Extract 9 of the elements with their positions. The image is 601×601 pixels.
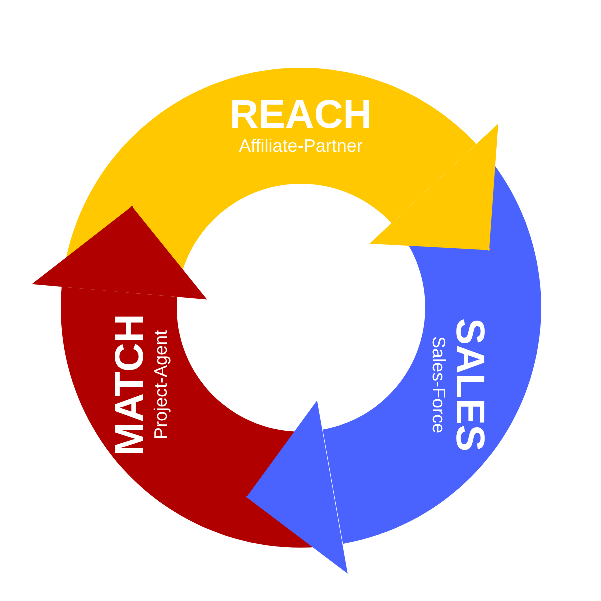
arrow [370,124,498,252]
stage-title: SALES [448,318,491,452]
stage-subtitle: Sales-Force [428,336,449,434]
arrow [32,206,208,300]
stage-title: REACH [230,94,372,136]
stage-subtitle: Affiliate-Partner [239,136,363,156]
stage-title: MATCH [109,314,151,456]
arrow [246,400,348,574]
stage-subtitle: Project-Agent [151,330,171,440]
